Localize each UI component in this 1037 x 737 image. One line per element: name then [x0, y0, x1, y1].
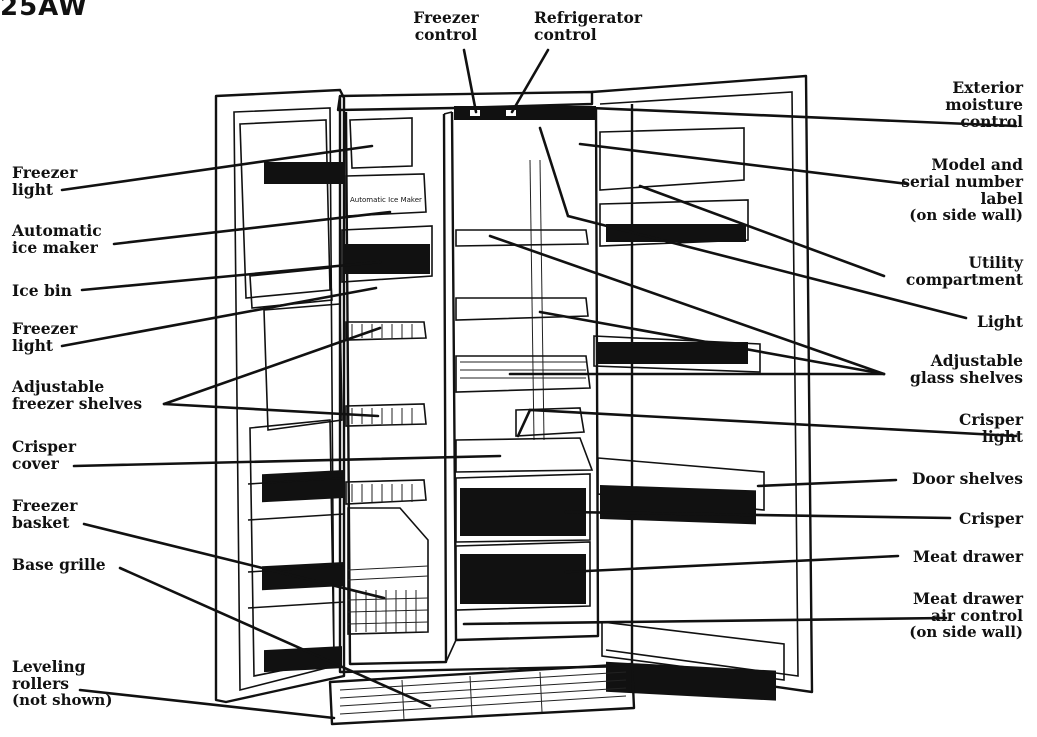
label-automatic-ice-maker: Automatic ice maker [12, 221, 102, 257]
leader-freezer-light-top [60, 144, 374, 192]
freezer-interior: Automatic Ice Maker [341, 117, 433, 635]
leader-ice-bin [80, 260, 382, 292]
label-door-shelves: Door shelves [911, 469, 1023, 488]
leader-utility-compartment [638, 184, 886, 278]
leader-meat-drawer [564, 554, 900, 574]
label-ice-bin: Ice bin [12, 281, 72, 300]
label-utility-compartment: Utility compartment [905, 253, 1023, 289]
label-adjustable-glass-shelves: Adjustable glass shelves [910, 351, 1023, 387]
model-code: 25AW [0, 0, 88, 22]
leader-freezer-shelves-a [162, 326, 382, 406]
leader-light [538, 126, 968, 320]
leader-crisper [564, 510, 952, 520]
label-base-grille: Base grille [12, 555, 106, 574]
ice-maker-panel-text: Automatic Ice Maker [350, 196, 422, 204]
label-light: Light [976, 312, 1023, 331]
cabinet [336, 90, 634, 674]
leader-exterior-moisture [542, 104, 1018, 128]
leader-model-label [578, 142, 910, 186]
leader-freezer-basket [82, 522, 386, 600]
freezer-door [214, 88, 346, 704]
label-freezer-light-top: Freezer light [12, 163, 78, 199]
label-refrigerator-control: Refrigerator control [534, 8, 643, 44]
leader-leveling-rollers [78, 688, 336, 720]
leader-door-shelves [756, 478, 898, 488]
label-crisper: Crisper [959, 509, 1023, 528]
base-grille [328, 662, 636, 726]
leader-crisper-cover [72, 454, 502, 468]
refrigerator-door [591, 74, 814, 701]
leader-freezer-shelves-b [162, 402, 380, 418]
label-meat-drawer-air-control: Meat drawer air control (on side wall) [909, 589, 1023, 641]
leader-refrigerator-control [510, 48, 550, 114]
leader-glass-shelves-b [538, 310, 886, 376]
leader-base-grille [118, 566, 432, 708]
leader-freezer-light-mid [60, 286, 378, 348]
label-crisper-light: Crisper light [959, 410, 1023, 446]
leader-crisper-light [516, 408, 1018, 438]
leader-glass-shelves-a [488, 234, 886, 376]
label-leveling-rollers: Leveling rollers (not shown) [12, 657, 113, 709]
label-adjustable-freezer-shelves: Adjustable freezer shelves [12, 377, 143, 413]
label-model-serial-number: Model and serial number label (on side w… [901, 155, 1023, 224]
leader-freezer-control [462, 48, 478, 114]
label-freezer-light-mid: Freezer light [12, 319, 78, 355]
leader-meat-drawer-air-control [462, 616, 948, 626]
label-freezer-basket: Freezer basket [12, 496, 78, 532]
label-crisper-cover: Crisper cover [12, 437, 76, 473]
label-freezer-control: Freezer control [413, 8, 479, 44]
label-exterior-moisture-control: Exterior moisture control [945, 78, 1023, 131]
leader-ice-maker [112, 210, 392, 246]
label-meat-drawer: Meat drawer [912, 547, 1023, 566]
leader-lines [60, 48, 1018, 720]
